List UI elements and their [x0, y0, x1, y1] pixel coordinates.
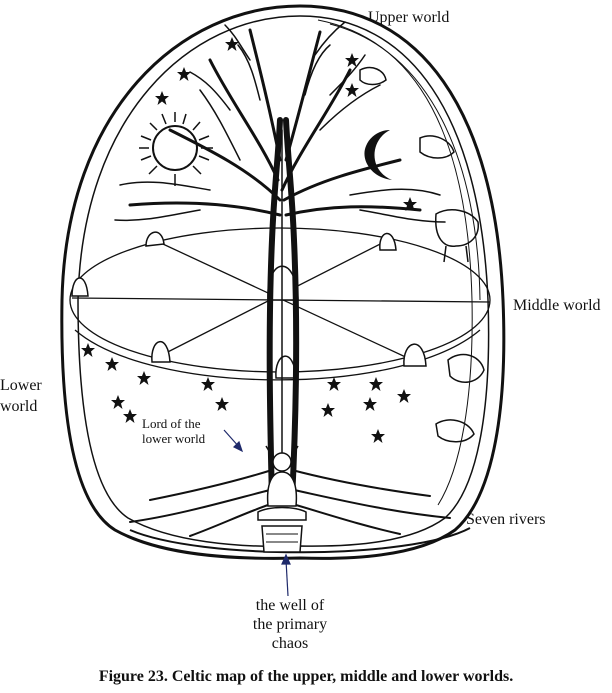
seven-rivers-label: Seven rivers [466, 511, 546, 528]
star-icon [81, 37, 417, 443]
world-tree-icon [114, 21, 451, 537]
well-label-line3: chaos [271, 635, 309, 652]
well-label-line2: the primary [252, 616, 328, 633]
seated-figure-icon [257, 445, 307, 521]
lower-world-label-line1: Lower [0, 377, 42, 394]
figure-caption: Figure 23. Celtic map of the upper, midd… [98, 668, 514, 685]
animal-icon [359, 66, 485, 443]
standing-stone-icon [71, 231, 427, 379]
middle-world-plane [69, 227, 491, 381]
middle-world-label: Middle world [513, 297, 601, 314]
well-label-line1: the well of [255, 597, 325, 614]
lord-label-line1: Lord of the [142, 416, 201, 431]
sun-icon [139, 112, 213, 186]
lord-label-line2: lower world [142, 431, 206, 446]
egg-shell [60, 4, 506, 560]
label-arrows [223, 429, 291, 597]
upper-world-label: Upper world [368, 9, 450, 26]
lower-world-label-line2: world [0, 398, 38, 415]
moon-icon [364, 130, 392, 180]
well-icon [261, 525, 303, 553]
